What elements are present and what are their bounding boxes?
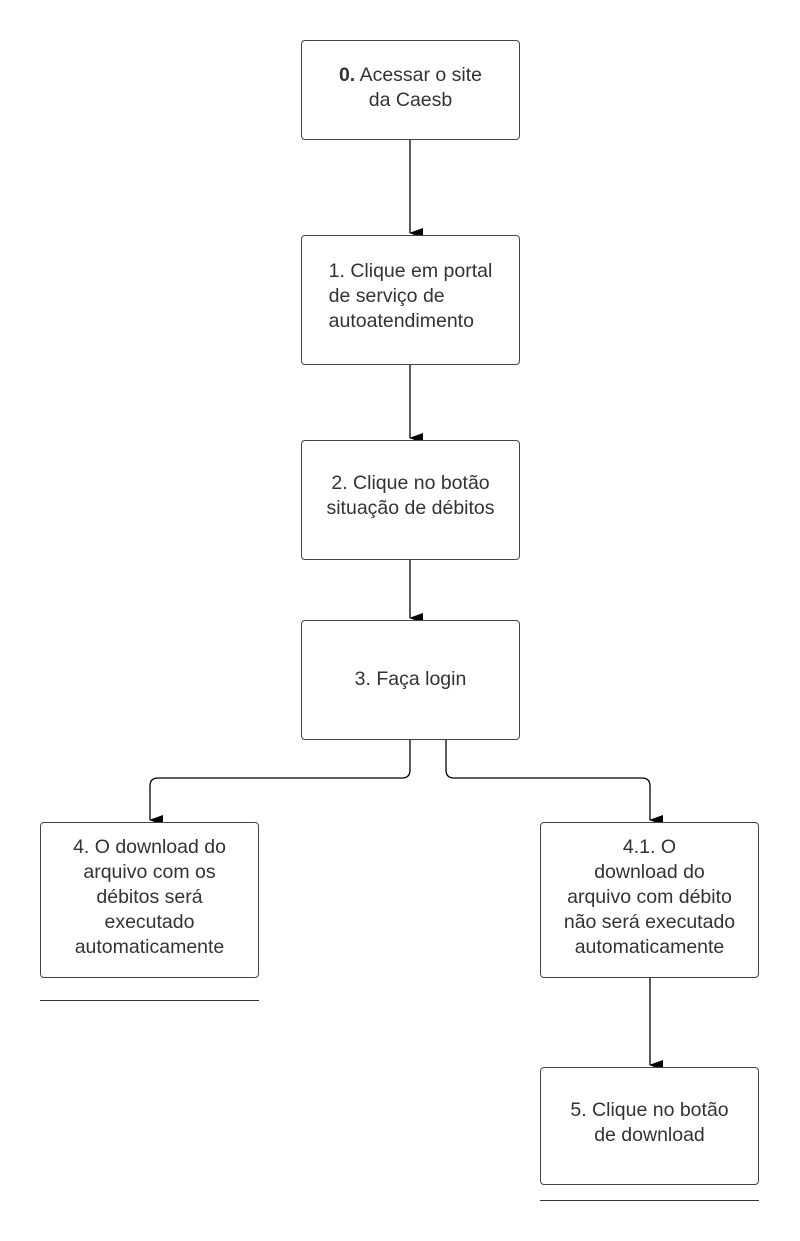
step-4-1-box: 4.1. O download do arquivo com débito nã… (540, 822, 759, 978)
step-5-text: 5. Clique no botão de download (570, 1099, 729, 1146)
step-0-number: 0. (338, 64, 356, 86)
step-0-box: 0. Acessar o site da Caesb (301, 40, 520, 140)
separator-line-left (40, 1000, 259, 1001)
step-2-box: 2. Clique no botão situação de débitos (301, 440, 520, 560)
step-3-text: 3. Faça login (354, 668, 467, 690)
step-0-text: Acessar o site da Caesb (359, 64, 483, 111)
arrow-3-to-41 (445, 740, 663, 825)
step-2-text: 2. Clique no botão situação de débitos (326, 472, 495, 519)
step-3-box: 3. Faça login (301, 620, 520, 740)
step-1-text: 1. Clique em portal de serviço de autoat… (328, 260, 493, 332)
step-5-box: 5. Clique no botão de download (540, 1067, 759, 1185)
arrow-3-to-4 (149, 740, 411, 825)
step-4-1-text: 4.1. O download do arquivo com débito nã… (563, 836, 736, 958)
separator-line-right (540, 1200, 759, 1201)
step-4-text: 4. O download do arquivo com os débitos … (73, 836, 226, 958)
step-1-box: 1. Clique em portal de serviço de autoat… (301, 235, 520, 365)
step-4-box: 4. O download do arquivo com os débitos … (40, 822, 259, 978)
